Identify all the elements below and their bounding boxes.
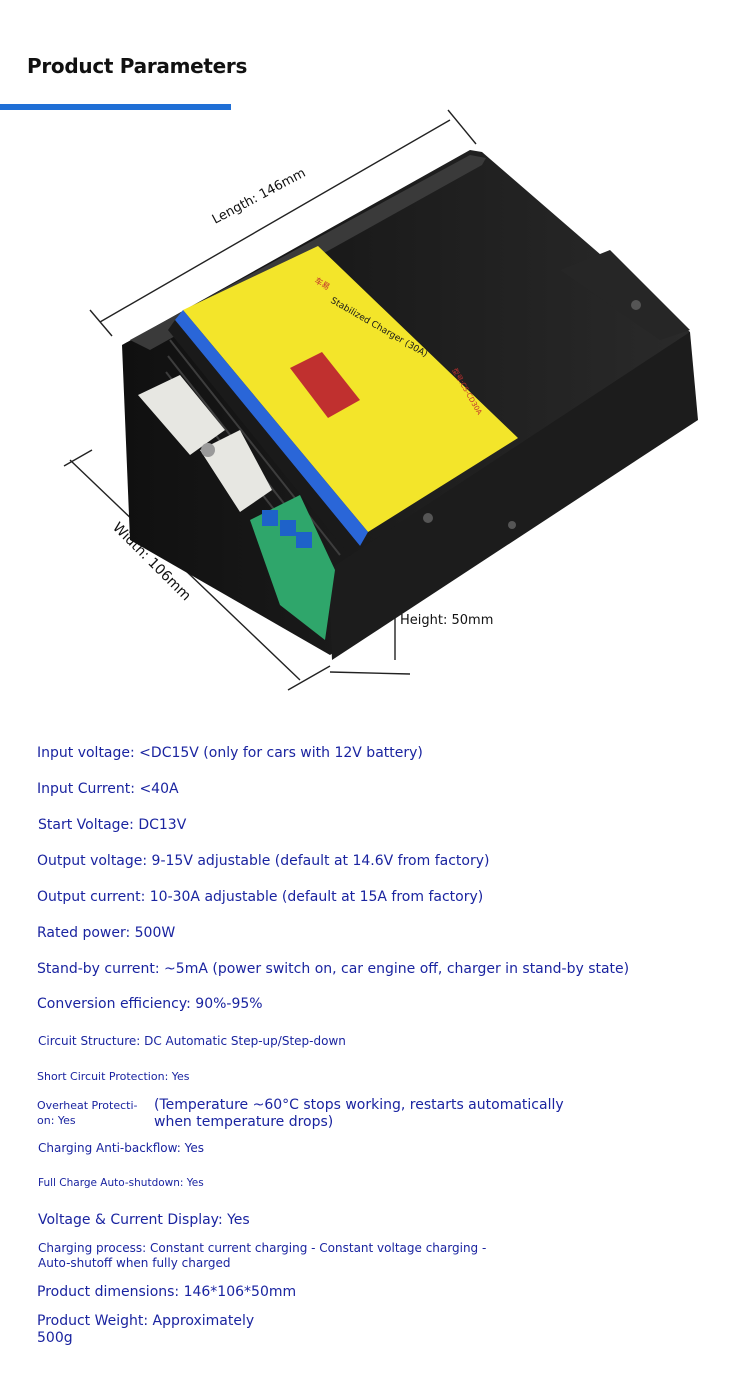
page-header: Product Parameters: [0, 0, 750, 120]
spec-standby-current: Stand-by current: ~5mA (power switch on,…: [37, 961, 630, 977]
spec-weight: Product Weight: Approximately 500g: [37, 1313, 255, 1346]
title-underline: [0, 104, 231, 110]
spec-input-voltage: Input voltage: <DC15V (only for cars wit…: [37, 745, 423, 761]
spec-full-charge: Full Charge Auto-shutdown: Yes: [38, 1177, 204, 1189]
page-title: Product Parameters: [27, 54, 248, 78]
spec-input-current: Input Current: <40A: [37, 781, 179, 797]
spec-conversion-efficiency: Conversion efficiency: 90%-95%: [37, 996, 263, 1012]
charger-body: [122, 150, 698, 660]
spec-output-current: Output current: 10-30A adjustable (defau…: [37, 889, 484, 905]
product-photo: Length: 146mm Width: 106mm Height: 50mm …: [0, 100, 750, 720]
length-label: Length: 146mm: [210, 166, 308, 228]
spec-rated-power: Rated power: 500W: [37, 925, 176, 941]
spec-short-circuit: Short Circuit Protection: Yes: [37, 1070, 190, 1083]
spec-start-voltage: Start Voltage: DC13V: [38, 817, 187, 833]
spec-circuit-structure: Circuit Structure: DC Automatic Step-up/…: [38, 1034, 346, 1048]
spec-display: Voltage & Current Display: Yes: [38, 1212, 250, 1228]
spec-output-voltage: Output voltage: 9-15V adjustable (defaul…: [37, 853, 490, 869]
spec-overheat-label: Overheat Protecti-on: Yes: [37, 1099, 138, 1127]
spec-dimensions: Product dimensions: 146*106*50mm: [37, 1284, 297, 1300]
length-dimension-line: [89, 109, 477, 337]
charger-illustration: Length: 146mm Width: 106mm Height: 50mm …: [63, 109, 698, 691]
height-label: Height: 50mm: [400, 613, 493, 628]
spec-overheat-note: (Temperature ~60°C stops working, restar…: [154, 1097, 564, 1130]
spec-anti-backflow: Charging Anti-backflow: Yes: [38, 1141, 205, 1155]
spec-charging-process: Charging process: Constant current charg…: [38, 1241, 487, 1270]
